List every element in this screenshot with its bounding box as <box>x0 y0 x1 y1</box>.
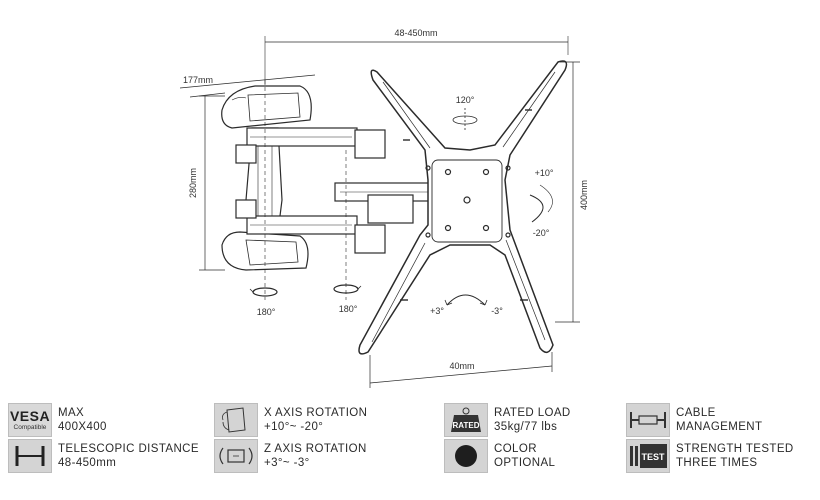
spec-x-axis-line1: X AXIS ROTATION <box>264 407 368 419</box>
strength-test-icon: TEST <box>626 439 670 473</box>
spec-telescopic: TELESCOPIC DISTANCE 48-450mm <box>8 438 199 474</box>
vesa-badge-text: VESA <box>9 407 51 424</box>
z-axis-rotation-icon <box>214 439 258 473</box>
top-width-dimension <box>264 36 569 85</box>
vesa-x-plate <box>358 60 568 355</box>
plate-bottom-label: 40mm <box>449 361 474 371</box>
spec-strength-line2: THREE TIMES <box>676 457 758 469</box>
spec-z-axis-rotation: Z AXIS ROTATION +3°~ -3° <box>214 438 367 474</box>
rotation-label: 120° <box>456 95 475 105</box>
spec-x-axis-rotation: X AXIS ROTATION +10°~ -20° <box>214 402 367 438</box>
vesa-badge-subtext: Compatible <box>13 423 47 431</box>
lower-arm <box>235 199 386 254</box>
tilt-up-label: +10° <box>535 168 554 178</box>
mount-diagram: 48-450mm 177mm 280mm <box>179 28 589 388</box>
spec-vesa-line2: 400X400 <box>58 421 107 433</box>
spec-cable-management: CABLE MANAGEMENT <box>626 402 762 438</box>
telescopic-distance-icon <box>8 439 52 473</box>
color-optional-icon <box>444 439 488 473</box>
wall-bracket-top <box>221 85 312 129</box>
level-minus-label: -3° <box>491 306 503 316</box>
rated-load-icon: RATED <box>444 403 488 437</box>
spec-cable-line2: MANAGEMENT <box>676 421 763 433</box>
spec-rated-load-line1: RATED LOAD <box>494 407 571 419</box>
depth-dimension <box>179 74 316 98</box>
leveling-arrow <box>444 294 488 306</box>
spec-strength: TEST STRENGTH TESTED THREE TIMES <box>626 438 794 474</box>
cable-management-icon <box>626 403 670 437</box>
spec-telescopic-line2: 48-450mm <box>58 457 117 469</box>
plate-bottom-dimension <box>369 352 553 388</box>
spec-rated-load-line2: 35kg/77 lbs <box>494 421 558 433</box>
top-width-label: 48-450mm <box>394 28 437 38</box>
level-plus-label: +3° <box>430 306 444 316</box>
x-axis-rotation-icon <box>214 403 258 437</box>
spec-strength-line1: STRENGTH TESTED <box>676 443 794 455</box>
plate-height-dimension <box>555 61 580 323</box>
spec-cable-line1: CABLE <box>676 407 716 419</box>
depth-label: 177mm <box>183 75 213 85</box>
spec-telescopic-line1: TELESCOPIC DISTANCE <box>58 443 199 455</box>
spec-z-axis-line2: +3°~ -3° <box>264 457 310 469</box>
spec-rated-load: RATED RATED LOAD 35kg/77 lbs <box>444 402 571 438</box>
rotation-arrow <box>452 108 478 132</box>
arm-height-dimension <box>199 95 225 271</box>
spec-vesa: VESA Compatible MAX 400X400 <box>8 402 107 438</box>
rated-load-badge-text: RATED <box>453 421 480 430</box>
strength-badge-text: TEST <box>641 452 665 462</box>
vesa-badge-icon: VESA Compatible <box>8 403 52 437</box>
swivel-left-label: 180° <box>257 307 276 317</box>
extension-arm <box>334 182 436 224</box>
upper-arm <box>235 127 386 164</box>
tilt-down-label: -20° <box>533 228 550 238</box>
spec-z-axis-line1: Z AXIS ROTATION <box>264 443 367 455</box>
swivel-right-label: 180° <box>339 304 358 314</box>
spec-color: COLOR OPTIONAL <box>444 438 555 474</box>
swivel-left-arrow <box>249 287 278 297</box>
spec-x-axis-line2: +10°~ -20° <box>264 421 324 433</box>
tilt-arrow <box>529 184 553 223</box>
pivot-centerlines <box>264 80 347 300</box>
spec-color-line2: OPTIONAL <box>494 457 556 469</box>
spec-vesa-line1: MAX <box>58 407 85 419</box>
swivel-right-arrow <box>333 284 362 294</box>
plate-height-label: 400mm <box>579 180 589 210</box>
spec-color-line1: COLOR <box>494 443 537 455</box>
arm-height-label: 280mm <box>188 168 198 198</box>
